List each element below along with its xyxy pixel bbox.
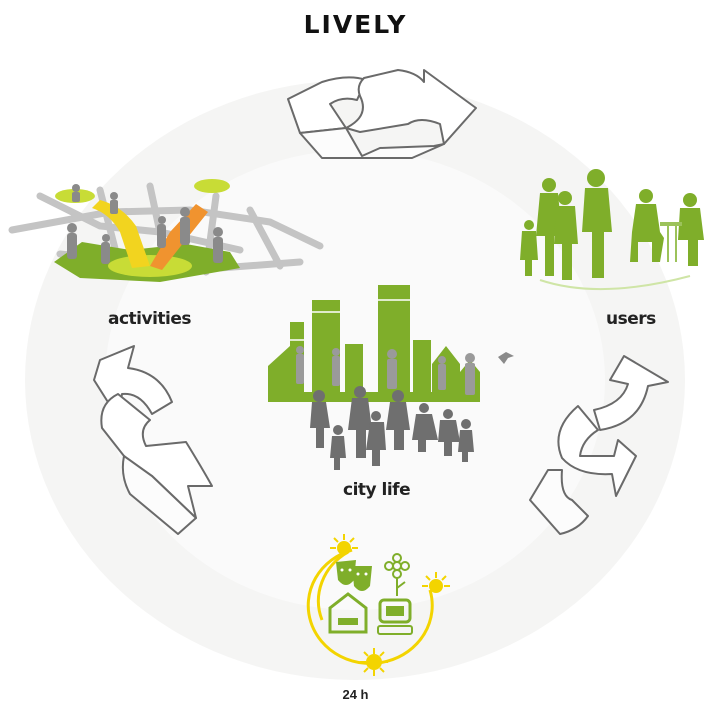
24h-label: 24 h [342,687,369,702]
theatre-masks-icon [336,560,372,591]
city-life-illustration [268,285,514,470]
24h-clock-illustration [306,534,450,676]
activities-illustration [8,179,324,282]
activities-label: activities [108,309,192,329]
computer-icon [377,598,413,635]
city-life-label: city life [343,480,411,500]
users-label: users [606,309,656,329]
right-cycle-arrows [529,355,669,535]
left-cycle-arrows [93,345,213,535]
diagram-title: LIVELY [303,10,408,39]
users-illustration [520,169,704,291]
sun-icon [330,534,450,676]
top-cycle-arrows [287,69,477,159]
house-icon [328,592,368,634]
flower-icon [384,553,410,596]
